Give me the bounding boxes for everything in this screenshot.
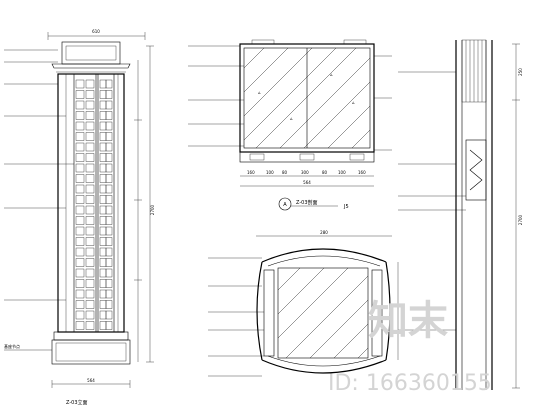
side-section: 2700 250 <box>398 39 523 390</box>
plan-dim-3: 80 <box>282 170 288 175</box>
side-top-dim: 250 <box>518 68 523 76</box>
plan-dim-6: 100 <box>338 170 346 175</box>
elevation-height-dim: 2700 <box>150 204 155 215</box>
elevation-top-dim: 610 <box>92 29 100 34</box>
stone-block-pattern <box>75 79 113 330</box>
column-elevation: 610 <box>4 29 155 406</box>
plan-dim-4: 300 <box>301 170 309 175</box>
angle-mark-4: ▵ <box>352 100 355 106</box>
section-top-dim: 280 <box>320 230 328 235</box>
plan-sheet-ref: J5 <box>343 204 349 210</box>
plan-dim-1: 160 <box>247 170 255 175</box>
elevation-width-dim: 564 <box>87 378 95 383</box>
plan-overall-dim: 564 <box>303 180 311 185</box>
plan-section-detail: ▵ ▵ ▵ ▵ 160 100 80 300 80 100 160 564 <box>188 39 392 211</box>
angle-mark-1: ▵ <box>258 90 261 96</box>
side-height-dim: 2700 <box>518 214 523 225</box>
angle-mark-2: ▵ <box>290 116 293 122</box>
base-detail-label: 基座节点 <box>4 343 20 349</box>
watermark-logo: 知末 <box>368 298 448 344</box>
plan-caption: Z-03剖面 <box>296 199 318 206</box>
angle-mark-3: ▵ <box>330 72 333 78</box>
plan-dim-7: 160 <box>358 170 366 175</box>
section-marker-letter: A <box>283 202 287 208</box>
plan-bottom-dims: 160 100 80 300 80 100 160 <box>247 170 366 175</box>
elevation-caption: Z-03立面 <box>66 399 88 406</box>
watermark-id: ID: 166360155 <box>328 371 492 396</box>
plan-dim-2: 100 <box>266 170 274 175</box>
curved-section-detail: 280 <box>208 230 399 377</box>
section-hatch <box>277 267 369 359</box>
plan-dim-5: 80 <box>322 170 328 175</box>
watermark: 知末 ID: 166360155 <box>328 298 492 396</box>
plan-hatch <box>243 47 371 149</box>
